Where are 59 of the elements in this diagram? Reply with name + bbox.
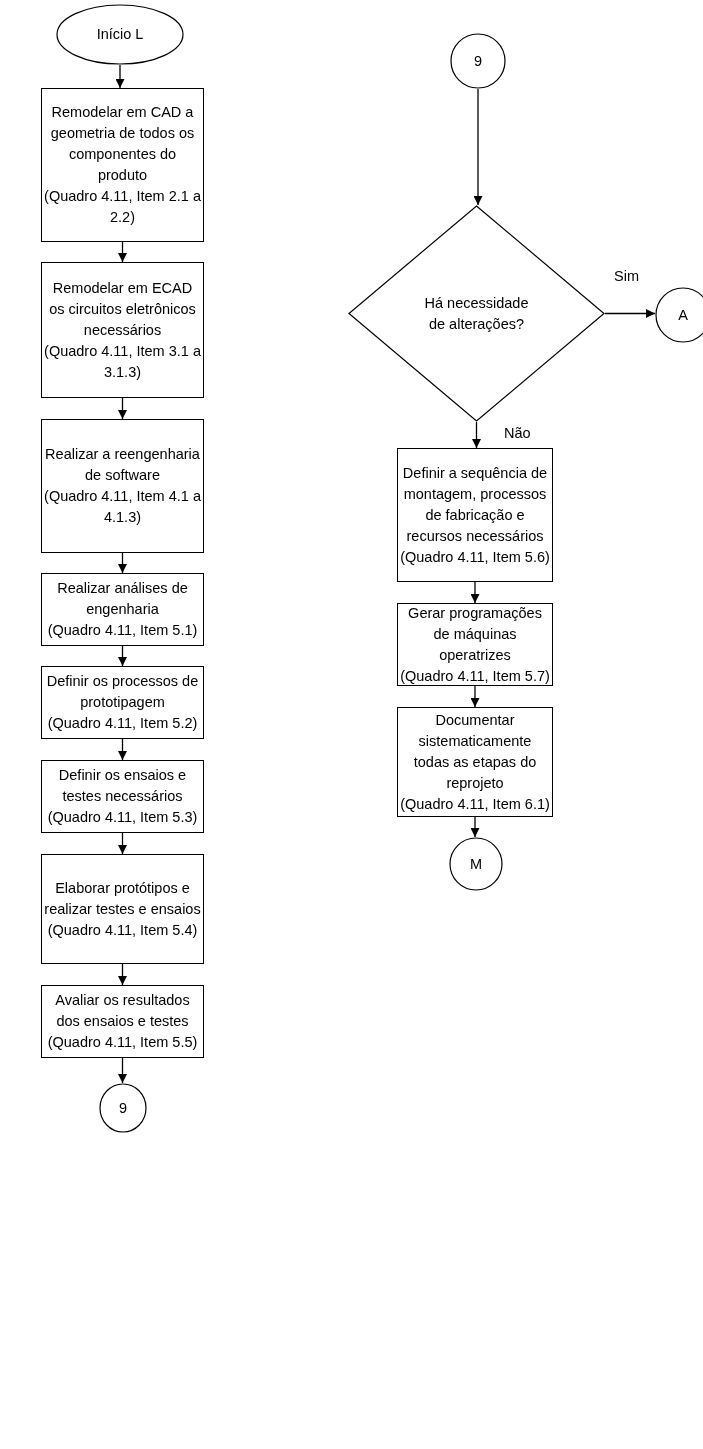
arrow <box>118 645 127 667</box>
step-text: Remodelar em ECAD os circuitos eletrônicos necessários <box>48 278 197 340</box>
step-text: Definir os processos de prototipagem <box>45 672 200 712</box>
arrow <box>118 963 127 986</box>
arrow <box>470 685 480 708</box>
step-text: Definir a sequência de montagem, processos de fabricação e recursos necessários <box>401 463 549 546</box>
connector-circle <box>449 837 503 891</box>
process-box <box>41 262 204 398</box>
reference-text: (Quadro 4.11, Item 4.1 a 4.1.3) <box>44 487 201 527</box>
reference-text: (Quadro 4.11, Item 2.1 a 2.2) <box>44 187 201 227</box>
arrow <box>118 832 127 855</box>
reference-text: (Quadro 4.11, Item 5.4) <box>47 920 198 940</box>
step-text: Definir os ensaios e testes necessários <box>57 766 188 806</box>
process-box <box>41 760 204 833</box>
arrow <box>472 421 481 449</box>
step-text: Gerar programações de máquinas operatrizes <box>407 603 543 665</box>
node-label: 9 <box>118 1098 128 1118</box>
process-box <box>41 88 204 242</box>
process-box <box>397 448 553 582</box>
reference-text: (Quadro 4.11, Item 5.7) <box>400 666 550 686</box>
decision-diamond <box>348 205 605 422</box>
process-box <box>397 707 553 817</box>
node-label: Início L <box>96 25 144 44</box>
reference-text: (Quadro 4.11, Item 5.3) <box>47 808 198 827</box>
process-box <box>41 573 204 646</box>
step-text: Realizar a reengenharia de software <box>44 445 201 485</box>
node-label: 9 <box>473 51 483 71</box>
arrow <box>118 738 127 761</box>
reference-text: (Quadro 4.11, Item 5.6) <box>400 547 550 567</box>
process-box <box>41 854 204 964</box>
connector-circle <box>99 1083 147 1133</box>
process-box <box>41 666 204 739</box>
reference-text: (Quadro 4.11, Item 5.1) <box>47 621 198 640</box>
start-ellipse <box>56 4 184 65</box>
connector-circle <box>450 33 506 89</box>
node-label: A <box>678 305 688 325</box>
node-label: Há necessidade de alterações? <box>424 293 529 334</box>
step-text: Avaliar os resultados dos ensaios e testes <box>54 991 191 1031</box>
process-box <box>397 603 553 686</box>
reference-text: (Quadro 4.11, Item 6.1) <box>400 794 550 814</box>
arrow <box>118 241 127 263</box>
arrow <box>118 552 127 574</box>
process-box <box>41 419 204 553</box>
arrow <box>470 581 480 604</box>
process-box <box>41 985 204 1058</box>
step-text: Realizar análises de engenharia <box>56 579 189 619</box>
arrow <box>473 88 483 206</box>
step-text: Remodelar em CAD a geometria de todos os componentes do produto <box>49 103 196 185</box>
arrow <box>470 816 480 838</box>
reference-text: (Quadro 4.11, Item 5.2) <box>47 714 198 733</box>
arrow <box>115 64 125 89</box>
step-text: Elaborar protótipos e realizar testes e ensaios <box>44 878 201 919</box>
node-label: M <box>469 854 483 874</box>
arrow <box>118 397 127 420</box>
reference-text: (Quadro 4.11, Item 5.5) <box>47 1033 198 1052</box>
arrow <box>604 309 656 318</box>
step-text: Documentar sistematicamente todas as etapas do reprojeto <box>412 710 538 793</box>
arrow <box>118 1057 127 1084</box>
reference-text: (Quadro 4.11, Item 3.1 a 3.1.3) <box>44 341 201 382</box>
